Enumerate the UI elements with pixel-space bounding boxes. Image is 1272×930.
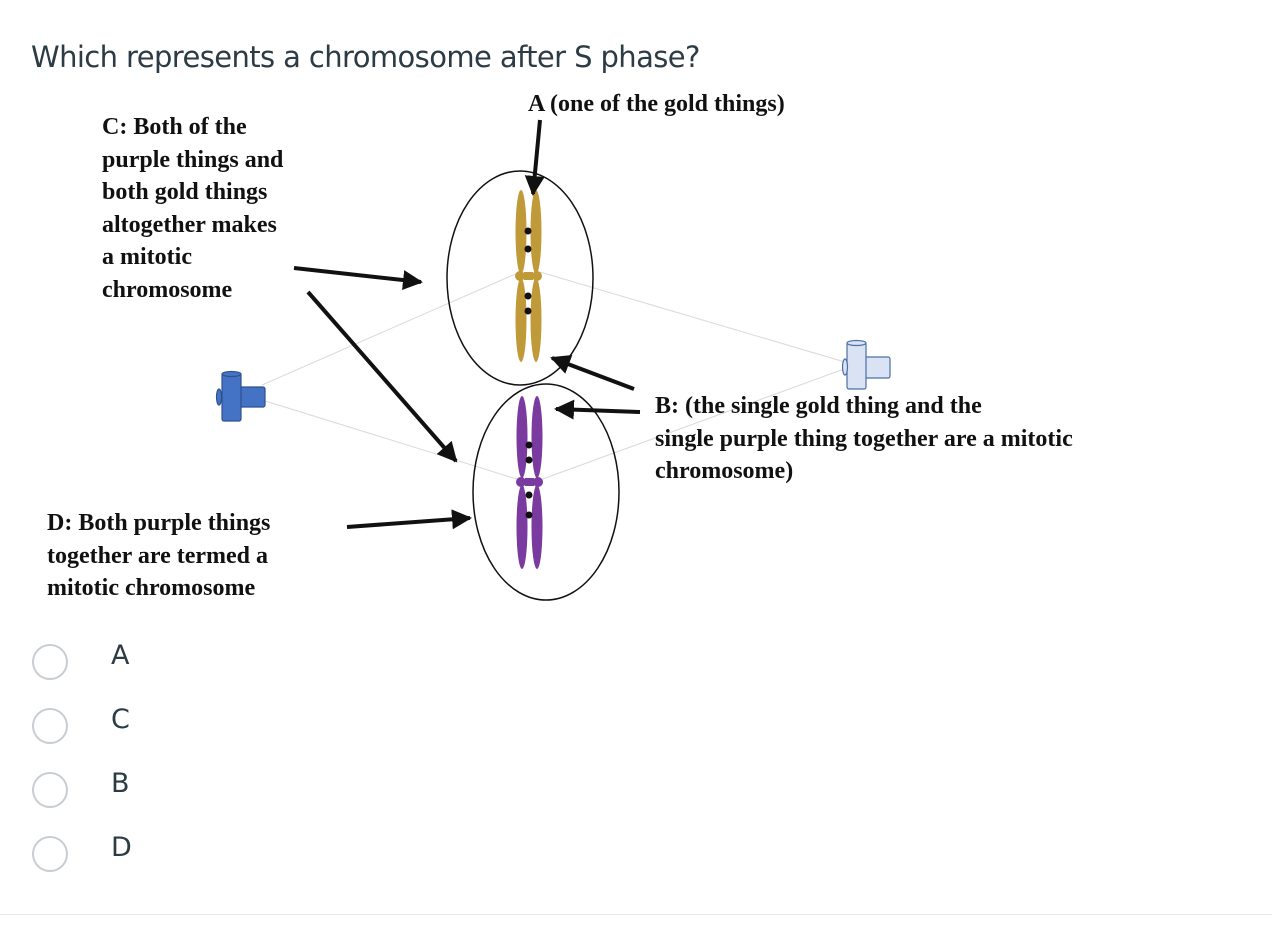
- gold-chromosome-dots: [524, 227, 532, 315]
- arrow-d: [346, 509, 472, 530]
- right-centrosome-icon: [841, 339, 891, 390]
- label-c-line: a mitotic: [102, 244, 192, 270]
- answer-option-b[interactable]: B: [32, 768, 130, 832]
- purple-chromosome: [516, 396, 543, 569]
- label-d-line: D: Both purple things: [47, 510, 271, 536]
- answer-option-a[interactable]: A: [32, 640, 129, 704]
- gold-chromosome: [515, 190, 542, 362]
- label-d-line: together are termed a: [47, 542, 269, 569]
- answer-label[interactable]: A: [111, 640, 130, 671]
- arrow-c-lower: [306, 290, 458, 463]
- label-d: D: Both purple things together are terme…: [47, 507, 270, 605]
- label-c-line: altogether makes: [102, 211, 277, 238]
- label-c-line: purple things and: [102, 146, 284, 173]
- label-b: B: (the single gold thing and the single…: [655, 390, 1073, 488]
- radio-button[interactable]: [32, 708, 68, 744]
- purple-chromosome-dots: [525, 441, 533, 519]
- left-centrosome-icon: [215, 370, 266, 422]
- label-b-line: B: (the single gold thing and the: [655, 393, 982, 419]
- bottom-divider: [0, 914, 1272, 915]
- arrow-a: [524, 119, 545, 196]
- label-b-line: chromosome): [655, 458, 794, 484]
- pointer-arrows: [293, 119, 641, 530]
- label-d-line: mitotic chromosome: [47, 575, 256, 601]
- label-c: C: Both of the purple things and both go…: [102, 111, 283, 306]
- label-b-line: single purple thing together are a mitot…: [655, 425, 1073, 452]
- label-c-line: chromosome: [102, 276, 233, 303]
- label-c-line: both gold things: [102, 179, 268, 205]
- lower-cell-oval: [472, 383, 620, 601]
- answer-label[interactable]: B: [111, 768, 130, 799]
- radio-button[interactable]: [32, 772, 68, 808]
- arrow-b-upper: [550, 355, 635, 391]
- radio-button[interactable]: [32, 644, 68, 680]
- radio-button[interactable]: [32, 836, 68, 872]
- chromosome-figure: A (one of the gold things) C: Both of th…: [47, 91, 1073, 605]
- arrow-c-upper: [293, 266, 423, 290]
- answer-option-c[interactable]: C: [32, 704, 130, 768]
- answer-list: A C B D: [32, 640, 132, 896]
- answer-option-d[interactable]: D: [32, 832, 132, 896]
- arrow-b-lower: [554, 399, 641, 420]
- label-c-line: C: Both of the: [102, 114, 247, 140]
- upper-cell-oval: [446, 170, 594, 386]
- answer-label[interactable]: D: [111, 832, 132, 863]
- question-text: Which represents a chromosome after S ph…: [31, 40, 700, 74]
- answer-label[interactable]: C: [111, 704, 130, 735]
- label-a: A (one of the gold things): [528, 91, 785, 117]
- mitotic-chromosome-diagram: [215, 119, 891, 601]
